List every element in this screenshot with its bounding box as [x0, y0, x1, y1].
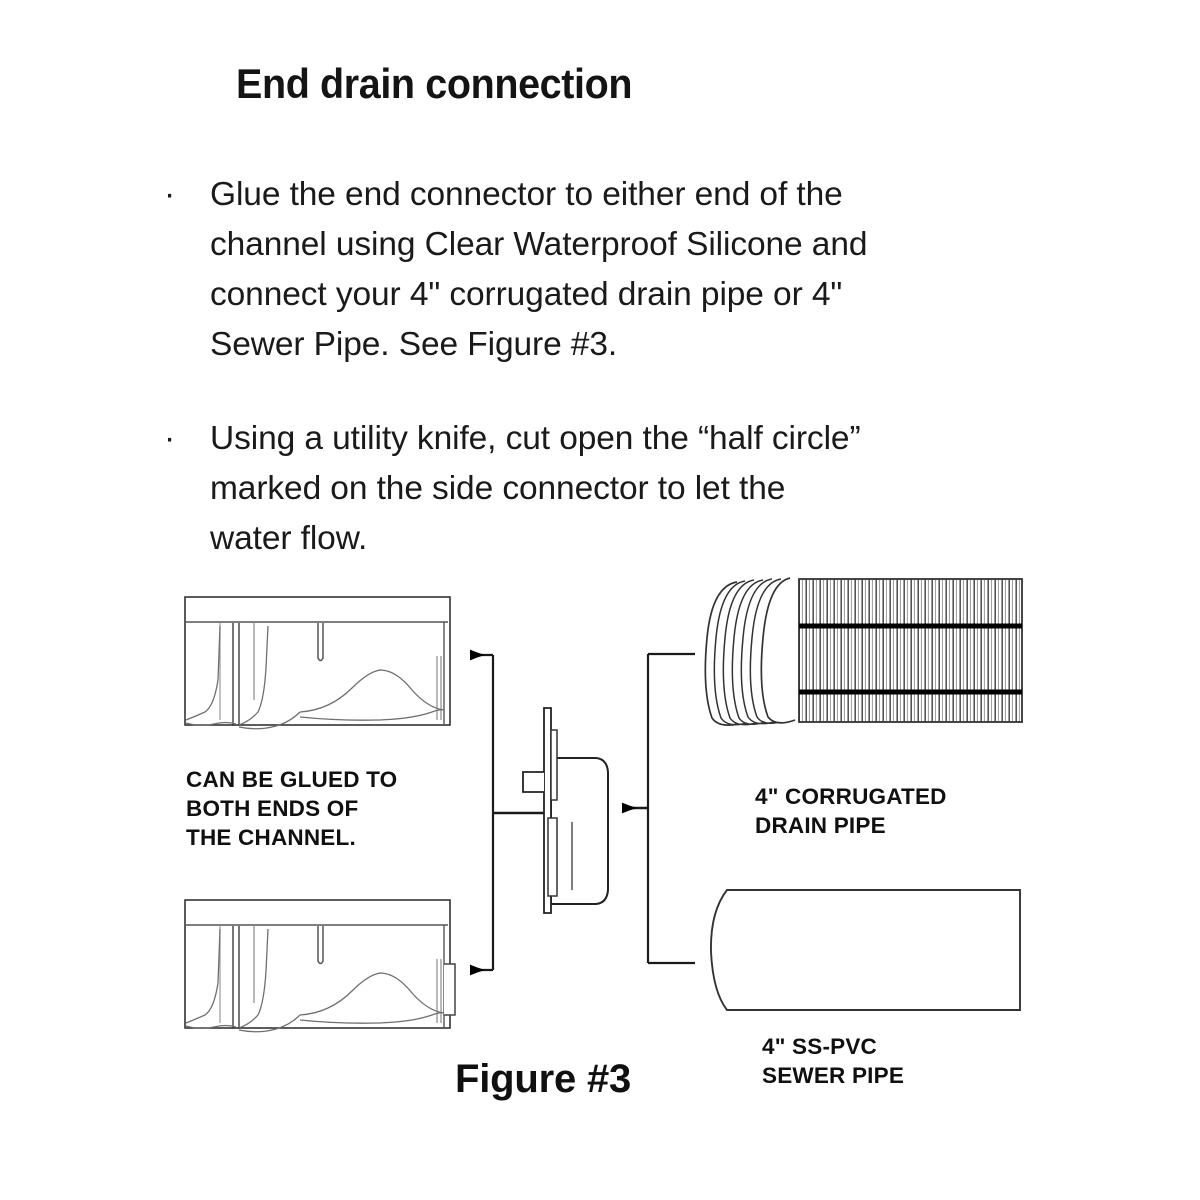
- figure-caption: Figure #3: [455, 1057, 632, 1101]
- bullet-line: water flow.: [210, 520, 368, 557]
- leader-bracket-right: [622, 652, 695, 965]
- figure-svg: [184, 577, 1023, 1033]
- list-item: · Glue the end connector to either end o…: [158, 170, 1058, 370]
- corrugated-drain-pipe: [704, 577, 1023, 726]
- instruction-list: · Glue the end connector to either end o…: [158, 170, 1058, 564]
- label-ss-pvc-sewer-pipe: 4" SS-PVC SEWER PIPE: [762, 1034, 905, 1088]
- bullet-marker: ·: [164, 176, 176, 213]
- bullet-line: Using a utility knife, cut open the “hal…: [210, 420, 861, 457]
- bullet-line: Sewer Pipe. See Figure #3.: [210, 326, 618, 363]
- end-connector: [522, 707, 609, 914]
- figure-diagram: [0, 560, 1200, 1140]
- page-title: End drain connection: [236, 60, 633, 107]
- channel-top: [184, 596, 451, 730]
- label-corrugated-drain-pipe: 4" CORRUGATED DRAIN PIPE: [755, 784, 947, 838]
- bullet-line: connect your 4" corrugated drain pipe or…: [210, 276, 843, 313]
- bullet-marker: ·: [164, 420, 176, 457]
- bullet-line: marked on the side connector to let the: [210, 470, 786, 507]
- leader-bracket-left: [470, 649, 545, 976]
- list-item: · Using a utility knife, cut open the “h…: [158, 414, 1058, 564]
- channel-bottom: [184, 899, 456, 1033]
- bullet-line: channel using Clear Waterproof Silicone …: [210, 226, 868, 263]
- label-can-be-glued: CAN BE GLUED TO BOTH ENDS OF THE CHANNEL…: [186, 767, 398, 850]
- ss-pvc-sewer-pipe: [710, 889, 1021, 1011]
- bullet-line: Glue the end connector to either end of …: [210, 176, 843, 213]
